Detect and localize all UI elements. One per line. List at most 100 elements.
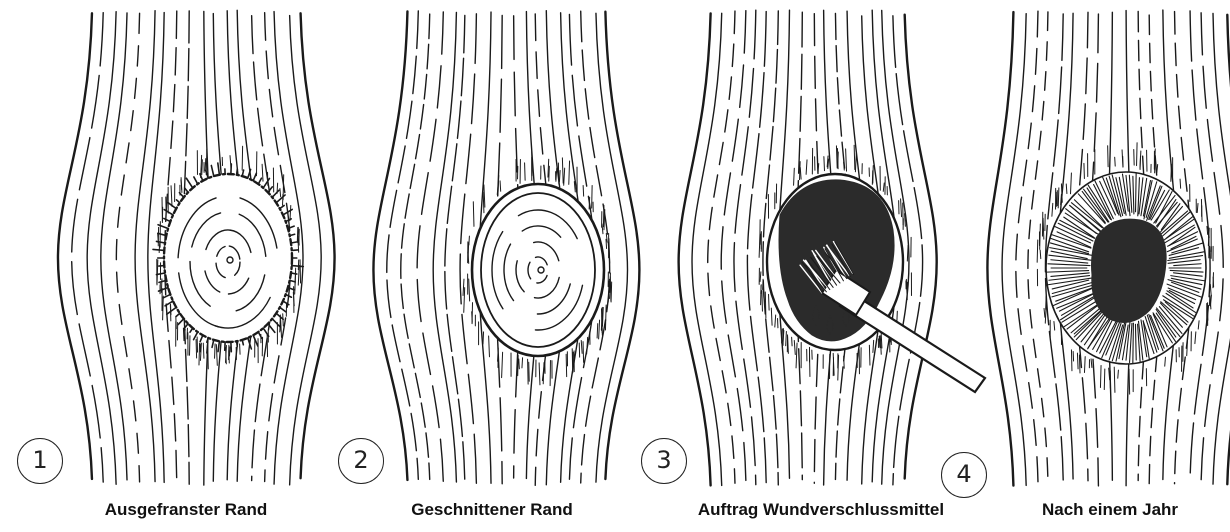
bark-hatch bbox=[1114, 367, 1115, 392]
fringe-fiber bbox=[164, 218, 171, 221]
panel-4-wound bbox=[1046, 172, 1206, 364]
panel-1-trunk-illustration bbox=[58, 10, 335, 486]
bark-hatch bbox=[1140, 151, 1141, 168]
panel-1-number-badge: 1 bbox=[17, 438, 63, 484]
panel-3-number-badge: 3 bbox=[641, 438, 687, 484]
bark-hatch bbox=[806, 160, 807, 174]
callus-fiber bbox=[1136, 173, 1137, 212]
bark-hatch bbox=[771, 308, 772, 325]
bark-line bbox=[734, 10, 756, 485]
bark-hatch bbox=[796, 343, 797, 368]
bark-hatch bbox=[569, 161, 570, 184]
bark-hatch bbox=[525, 163, 526, 180]
bark-hatch bbox=[769, 294, 770, 310]
fringe-fiber bbox=[280, 307, 286, 312]
fringe-fiber bbox=[178, 319, 184, 325]
bark-hatch bbox=[765, 292, 766, 318]
bark-hatch bbox=[297, 227, 298, 242]
bark-hatch bbox=[1104, 369, 1105, 390]
bark-hatch bbox=[539, 363, 540, 385]
fringe-fiber bbox=[242, 170, 243, 176]
bark-hatch bbox=[824, 157, 825, 171]
bark-line bbox=[605, 12, 639, 479]
bark-hatch bbox=[610, 277, 611, 301]
bark-hatch bbox=[854, 145, 855, 169]
panel-4-caption: Nach einem Jahr bbox=[1010, 498, 1210, 522]
bark-hatch bbox=[473, 202, 474, 227]
bark-hatch bbox=[549, 166, 550, 181]
bark-hatch bbox=[800, 167, 801, 179]
bark-line bbox=[148, 13, 164, 483]
bark-hatch bbox=[163, 296, 164, 320]
bark-hatch bbox=[846, 149, 847, 171]
fringe-fiber bbox=[272, 319, 280, 327]
bark-hatch bbox=[489, 336, 490, 357]
fringe-fiber bbox=[253, 335, 258, 346]
bark-hatch bbox=[528, 359, 529, 384]
bark-line bbox=[721, 11, 746, 481]
fringe-fiber bbox=[291, 273, 297, 274]
bark-hatch bbox=[869, 345, 870, 365]
panel-2-wound bbox=[472, 184, 604, 356]
bark-line bbox=[101, 13, 127, 480]
bark-hatch bbox=[855, 153, 856, 171]
bark-line bbox=[1002, 14, 1026, 486]
bark-hatch bbox=[1071, 173, 1072, 194]
bark-hatch bbox=[1157, 165, 1158, 173]
bark-line bbox=[301, 13, 335, 478]
bark-hatch bbox=[1044, 308, 1045, 317]
bark-hatch bbox=[1052, 203, 1053, 216]
bark-hatch bbox=[1122, 150, 1123, 167]
panel-3-trunk-illustration bbox=[679, 10, 985, 485]
bark-hatch bbox=[566, 354, 567, 376]
bark-line bbox=[401, 14, 430, 479]
bark-hatch bbox=[205, 159, 206, 171]
bark-hatch bbox=[1100, 365, 1101, 387]
fringe-fiber bbox=[237, 169, 238, 174]
fringe-fiber bbox=[211, 165, 213, 176]
bark-hatch bbox=[203, 343, 204, 358]
bark-hatch bbox=[1180, 179, 1181, 188]
fringe-fiber bbox=[280, 205, 284, 208]
bark-line bbox=[417, 12, 443, 482]
fringe-fiber bbox=[218, 341, 219, 351]
bark-hatch bbox=[583, 186, 584, 197]
bark-hatch bbox=[562, 158, 563, 183]
bark-line bbox=[1016, 11, 1038, 482]
fringe-fiber bbox=[292, 266, 304, 267]
bark-hatch bbox=[1210, 295, 1211, 306]
bark-hatch bbox=[907, 245, 908, 261]
bark-line bbox=[987, 12, 1013, 485]
bark-hatch bbox=[1091, 359, 1092, 368]
bark-hatch bbox=[1115, 157, 1116, 166]
panel-2-caption: Geschnittener Rand bbox=[372, 498, 612, 522]
bark-hatch bbox=[171, 186, 172, 207]
bark-hatch bbox=[500, 181, 501, 191]
bark-line bbox=[1213, 13, 1230, 484]
bark-hatch bbox=[1077, 353, 1078, 369]
bark-hatch bbox=[844, 162, 845, 170]
bark-hatch bbox=[483, 192, 484, 212]
bark-line bbox=[905, 15, 937, 479]
panel-1-caption: Ausgefranster Rand bbox=[66, 498, 306, 522]
bark-hatch bbox=[519, 359, 520, 369]
bark-hatch bbox=[1210, 284, 1211, 295]
bark-hatch bbox=[1171, 164, 1172, 181]
fringe-fiber bbox=[276, 313, 283, 319]
bark-hatch bbox=[837, 148, 838, 168]
panel-4-number-badge: 4 bbox=[941, 452, 987, 498]
bark-hatch bbox=[202, 160, 203, 175]
panel-2-trunk-illustration bbox=[373, 11, 639, 486]
bark-hatch bbox=[464, 288, 465, 313]
bark-hatch bbox=[1084, 357, 1085, 373]
callus-fiber bbox=[1133, 323, 1134, 363]
bark-hatch bbox=[794, 341, 795, 355]
bark-hatch bbox=[469, 279, 470, 301]
bark-line bbox=[679, 13, 711, 485]
fringe-fiber bbox=[167, 307, 176, 314]
bark-hatch bbox=[280, 189, 281, 197]
bark-hatch bbox=[762, 291, 763, 312]
bark-hatch bbox=[1054, 322, 1055, 331]
